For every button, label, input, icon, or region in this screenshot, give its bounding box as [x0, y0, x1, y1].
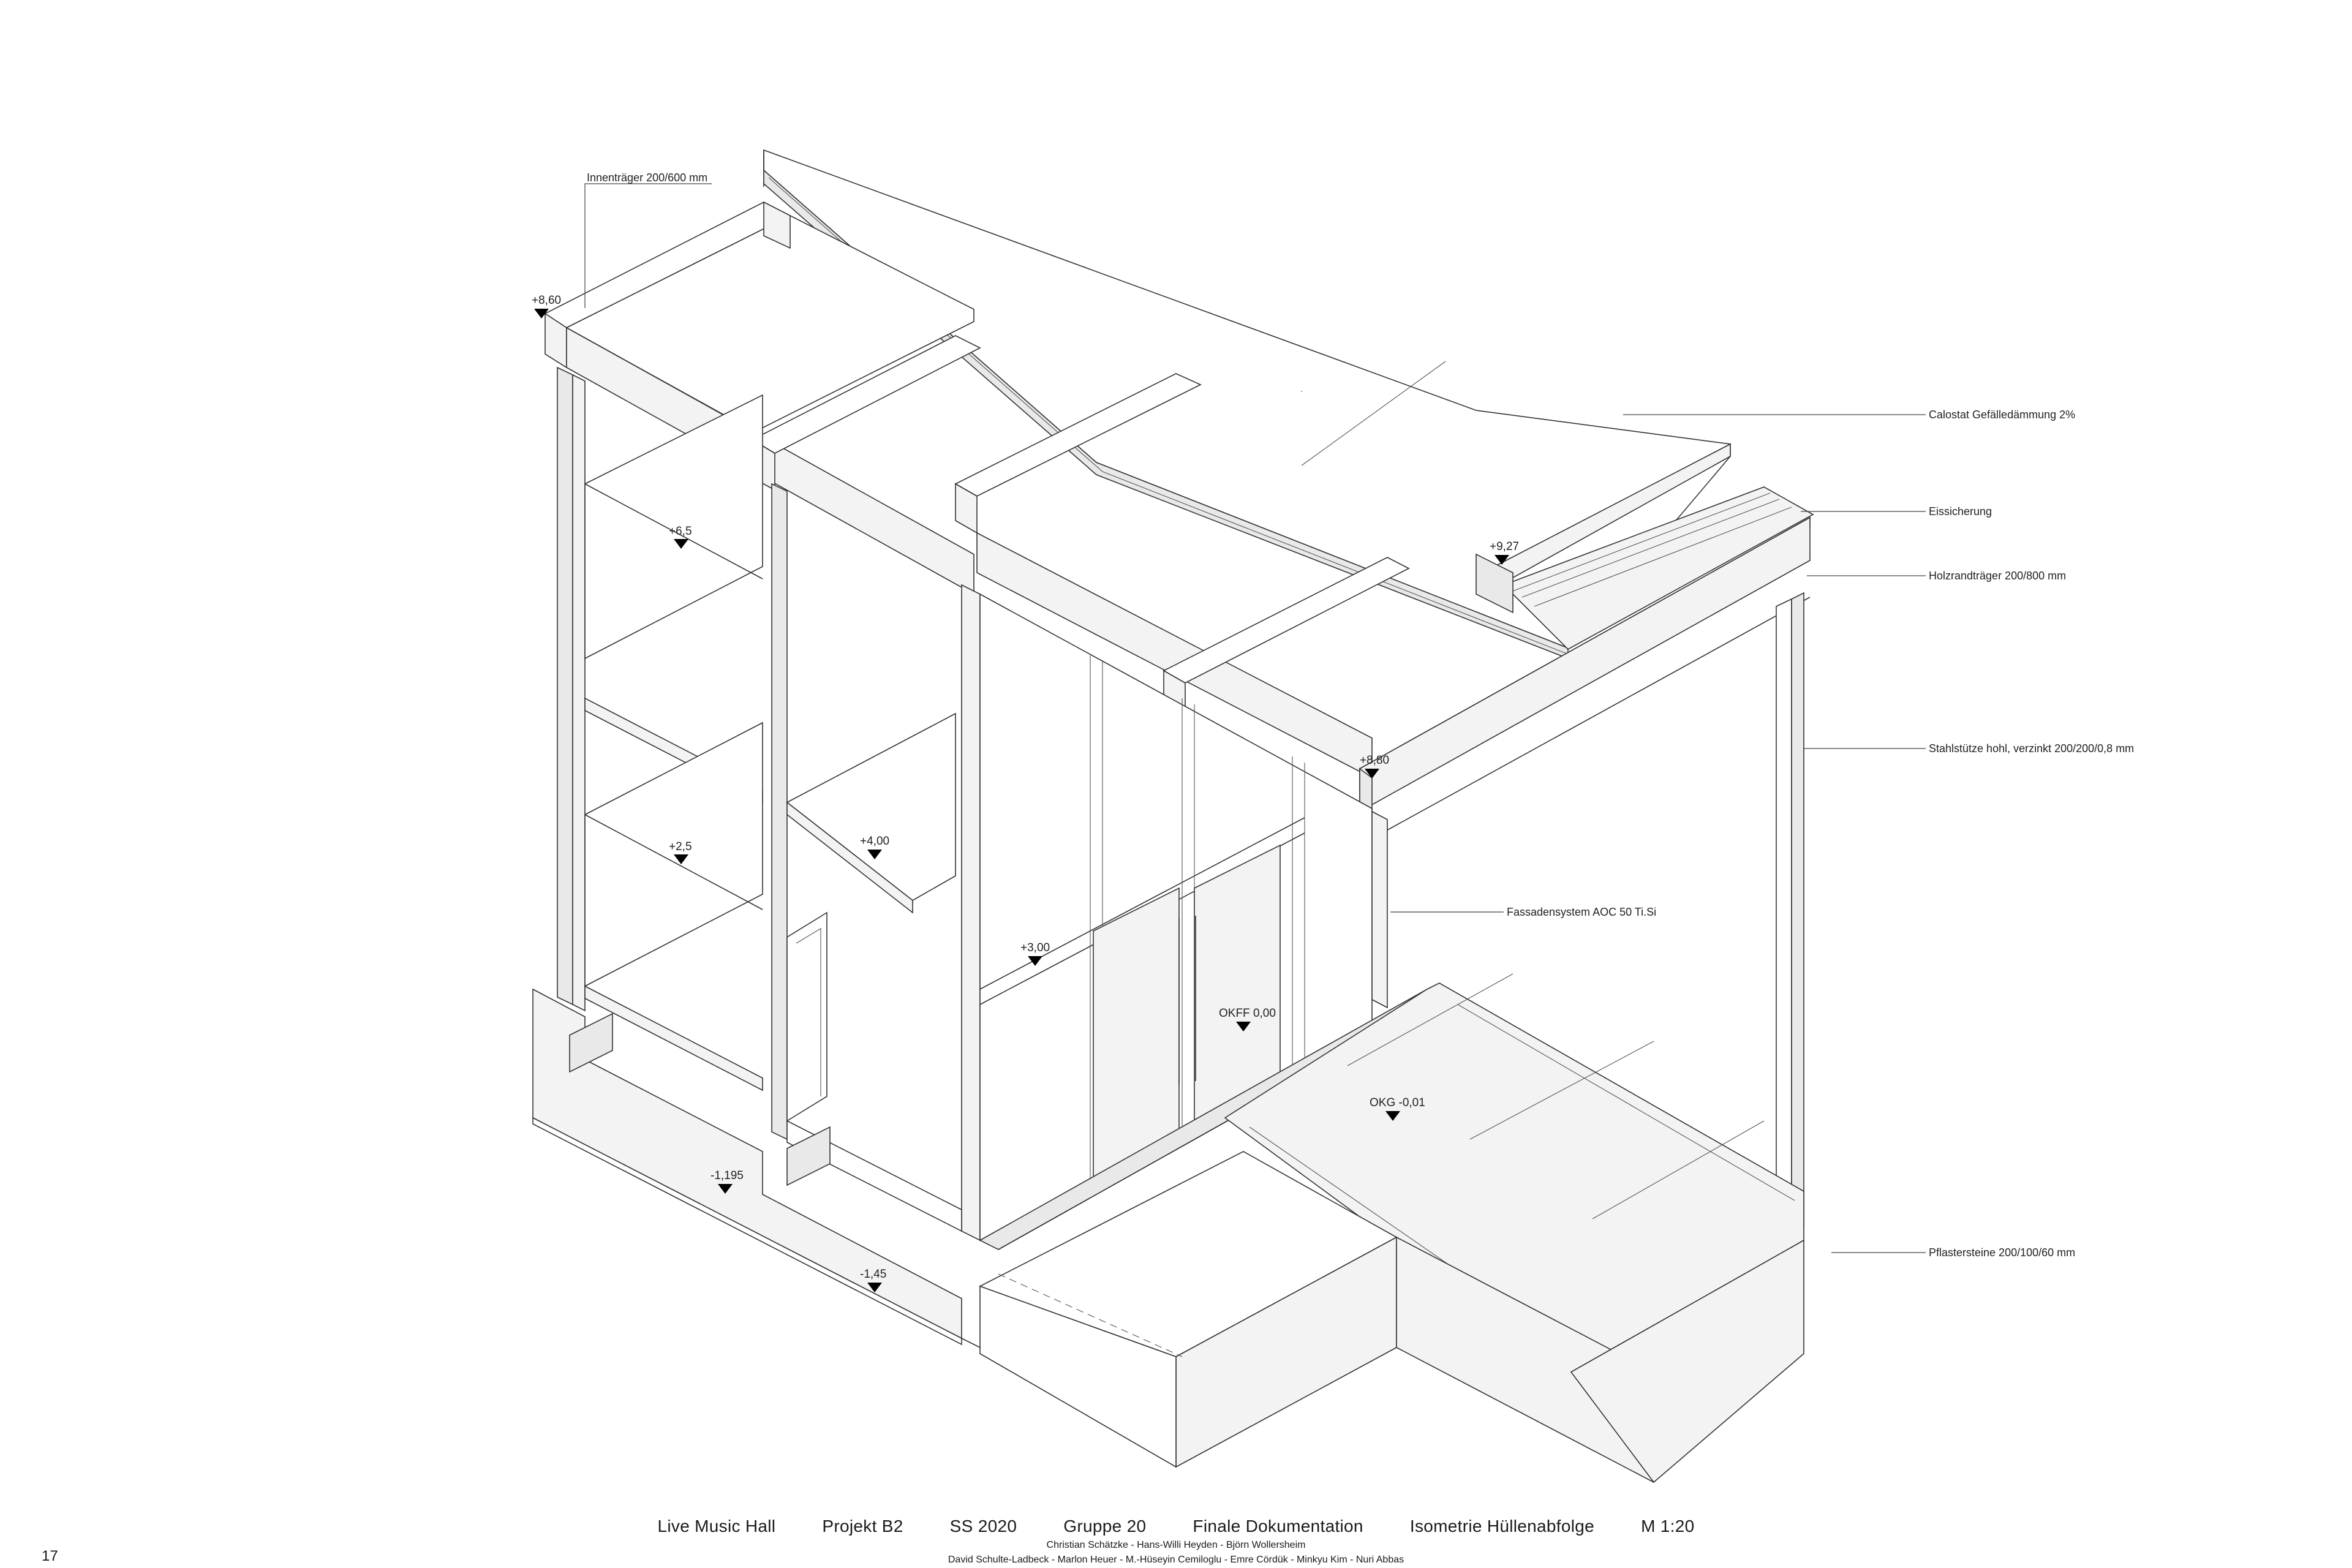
roof-edge [1476, 486, 1814, 650]
document-type: Finale Dokumentation [1193, 1517, 1363, 1536]
foundation [532, 988, 1804, 1483]
group: Gruppe 20 [1063, 1517, 1147, 1536]
project-title: Live Music Hall [657, 1517, 776, 1536]
level-marker-300: +3,00 [1020, 941, 1050, 966]
label-innentraeger: Innenträger 200/600 mm [587, 172, 707, 184]
label-eissicherung: Eissicherung [1929, 505, 1992, 518]
svg-text:+4,00: +4,00 [860, 835, 889, 848]
level-marker-okff: OKFF 0,00 [1219, 1007, 1276, 1031]
svg-text:OKFF 0,00: OKFF 0,00 [1219, 1007, 1276, 1020]
label-stahlstuetze: Stahlstütze hohl, verzinkt 200/200/0,8 m… [1929, 742, 2134, 755]
level-marker-25: +2,5 [669, 840, 692, 864]
sheet-title: Isometrie Hüllenabfolge [1409, 1517, 1594, 1536]
level-marker-m145: -1,45 [860, 1268, 886, 1292]
svg-text:+6,5: +6,5 [669, 525, 692, 538]
annotation-leaders [584, 183, 1926, 1253]
level-marker-927: +9,27 [1490, 540, 1519, 565]
authors-line-1: Christian Schätzke - Hans-Willi Heyden -… [1046, 1540, 1306, 1550]
title-block: Live Music Hall Projekt B2 SS 2020 Grupp… [0, 1517, 2352, 1566]
level-marker-65: +6,5 [669, 525, 692, 549]
label-pflastersteine: Pflastersteine 200/100/60 mm [1929, 1246, 2075, 1259]
steel-column [1776, 592, 1804, 1243]
label-calostat: Calostat Gefälledämmung 2% [1929, 409, 2075, 421]
svg-text:+2,5: +2,5 [669, 840, 692, 853]
title-line: Live Music Hall Projekt B2 SS 2020 Grupp… [0, 1517, 2352, 1536]
callout-labels: Innenträger 200/600 mm Calostat Gefälled… [587, 172, 2134, 1259]
svg-text:+3,00: +3,00 [1020, 941, 1050, 954]
project-code: Projekt B2 [822, 1517, 903, 1536]
authors-line-2: David Schulte-Ladbeck - Marlon Heuer - M… [948, 1555, 1404, 1565]
label-fassadensystem: Fassadensystem AOC 50 Ti.Si [1507, 906, 1656, 918]
left-structure [557, 366, 981, 1242]
level-marker-880: +8,80 [1360, 754, 1389, 778]
semester: SS 2020 [949, 1517, 1017, 1536]
level-marker-400: +4,00 [860, 835, 889, 859]
scale: M 1:20 [1641, 1517, 1695, 1536]
level-markers: +8,60 +6,5 +2,5 +4,00 +3,00 +9,27 +8,80 [532, 294, 1519, 1292]
level-marker-okg: OKG -0,01 [1370, 1096, 1425, 1121]
svg-text:+9,27: +9,27 [1490, 540, 1519, 553]
level-marker-m1195: -1,195 [710, 1169, 744, 1194]
svg-text:-1,45: -1,45 [860, 1268, 886, 1281]
svg-text:+8,60: +8,60 [532, 294, 561, 307]
svg-text:OKG -0,01: OKG -0,01 [1370, 1096, 1425, 1109]
svg-text:+8,80: +8,80 [1360, 754, 1389, 767]
page-number: 17 [42, 1548, 58, 1564]
svg-text:-1,195: -1,195 [710, 1169, 744, 1182]
level-marker-860a: +8,60 [532, 294, 561, 318]
label-holzrandtraeger: Holzrandträger 200/800 mm [1929, 570, 2066, 582]
